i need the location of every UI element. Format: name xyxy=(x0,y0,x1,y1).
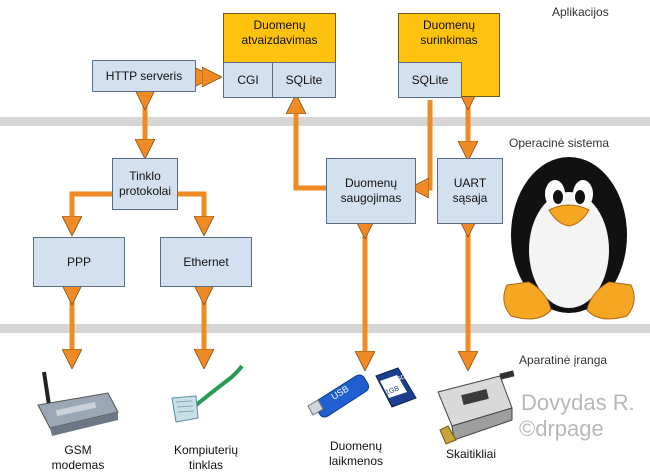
layer-label-applications: Aplikacijos xyxy=(552,5,609,19)
cgi-box: CGI xyxy=(223,62,273,98)
watermark: Dovydas R. ©drpage xyxy=(519,390,635,441)
arrow-storage-display xyxy=(296,103,326,191)
data-storage-box: Duomenų saugojimas xyxy=(326,158,416,224)
gsm-modem-icon xyxy=(37,371,119,436)
caption-data-media: Duomenų laikmenos xyxy=(328,439,384,468)
caption-meters: Skaitikliai xyxy=(445,447,496,461)
usb-drive-icon: USB xyxy=(307,374,370,418)
http-server-box: HTTP serveris xyxy=(92,60,196,92)
arrow-collect-storage xyxy=(418,100,433,188)
meter-icon xyxy=(437,370,515,445)
layer-label-hardware: Aparatinė įranga xyxy=(519,353,608,367)
data-collection-app: Duomenų surinkimas SQLite xyxy=(398,13,500,98)
uart-interface-box: UART sąsaja xyxy=(437,158,503,224)
band-applications-os xyxy=(0,117,650,126)
svg-text:SD: SD xyxy=(396,374,407,383)
caption-gsm-modem: GSM modemas xyxy=(51,443,105,472)
network-protocols-box: Tinklo protokolai xyxy=(112,158,178,210)
data-display-title: Duomenų atvaizdavimas xyxy=(241,18,318,47)
ethernet-box: Ethernet xyxy=(160,237,252,287)
http-server-label: HTTP serveris xyxy=(105,68,183,83)
caption-computer-network: Kompiuterių tinklas xyxy=(173,443,239,472)
band-os-hardware xyxy=(0,324,650,333)
layer-label-os: Operacinė sistema xyxy=(509,136,610,150)
rj45-cable-icon xyxy=(171,364,244,423)
svg-text:1GB: 1GB xyxy=(385,385,401,396)
sqlite-collect-box: SQLite xyxy=(398,62,462,98)
sqlite-display-box: SQLite xyxy=(272,62,336,98)
arrow-protocols-ethernet xyxy=(178,191,204,227)
sd-card-icon: 1GB SD xyxy=(375,367,417,408)
arrow-protocols-ppp xyxy=(72,191,112,227)
data-collection-title: Duomenų surinkimas xyxy=(420,18,478,47)
ppp-box: PPP xyxy=(33,237,125,287)
data-display-app: Duomenų atvaizdavimas CGI SQLite xyxy=(223,13,336,98)
